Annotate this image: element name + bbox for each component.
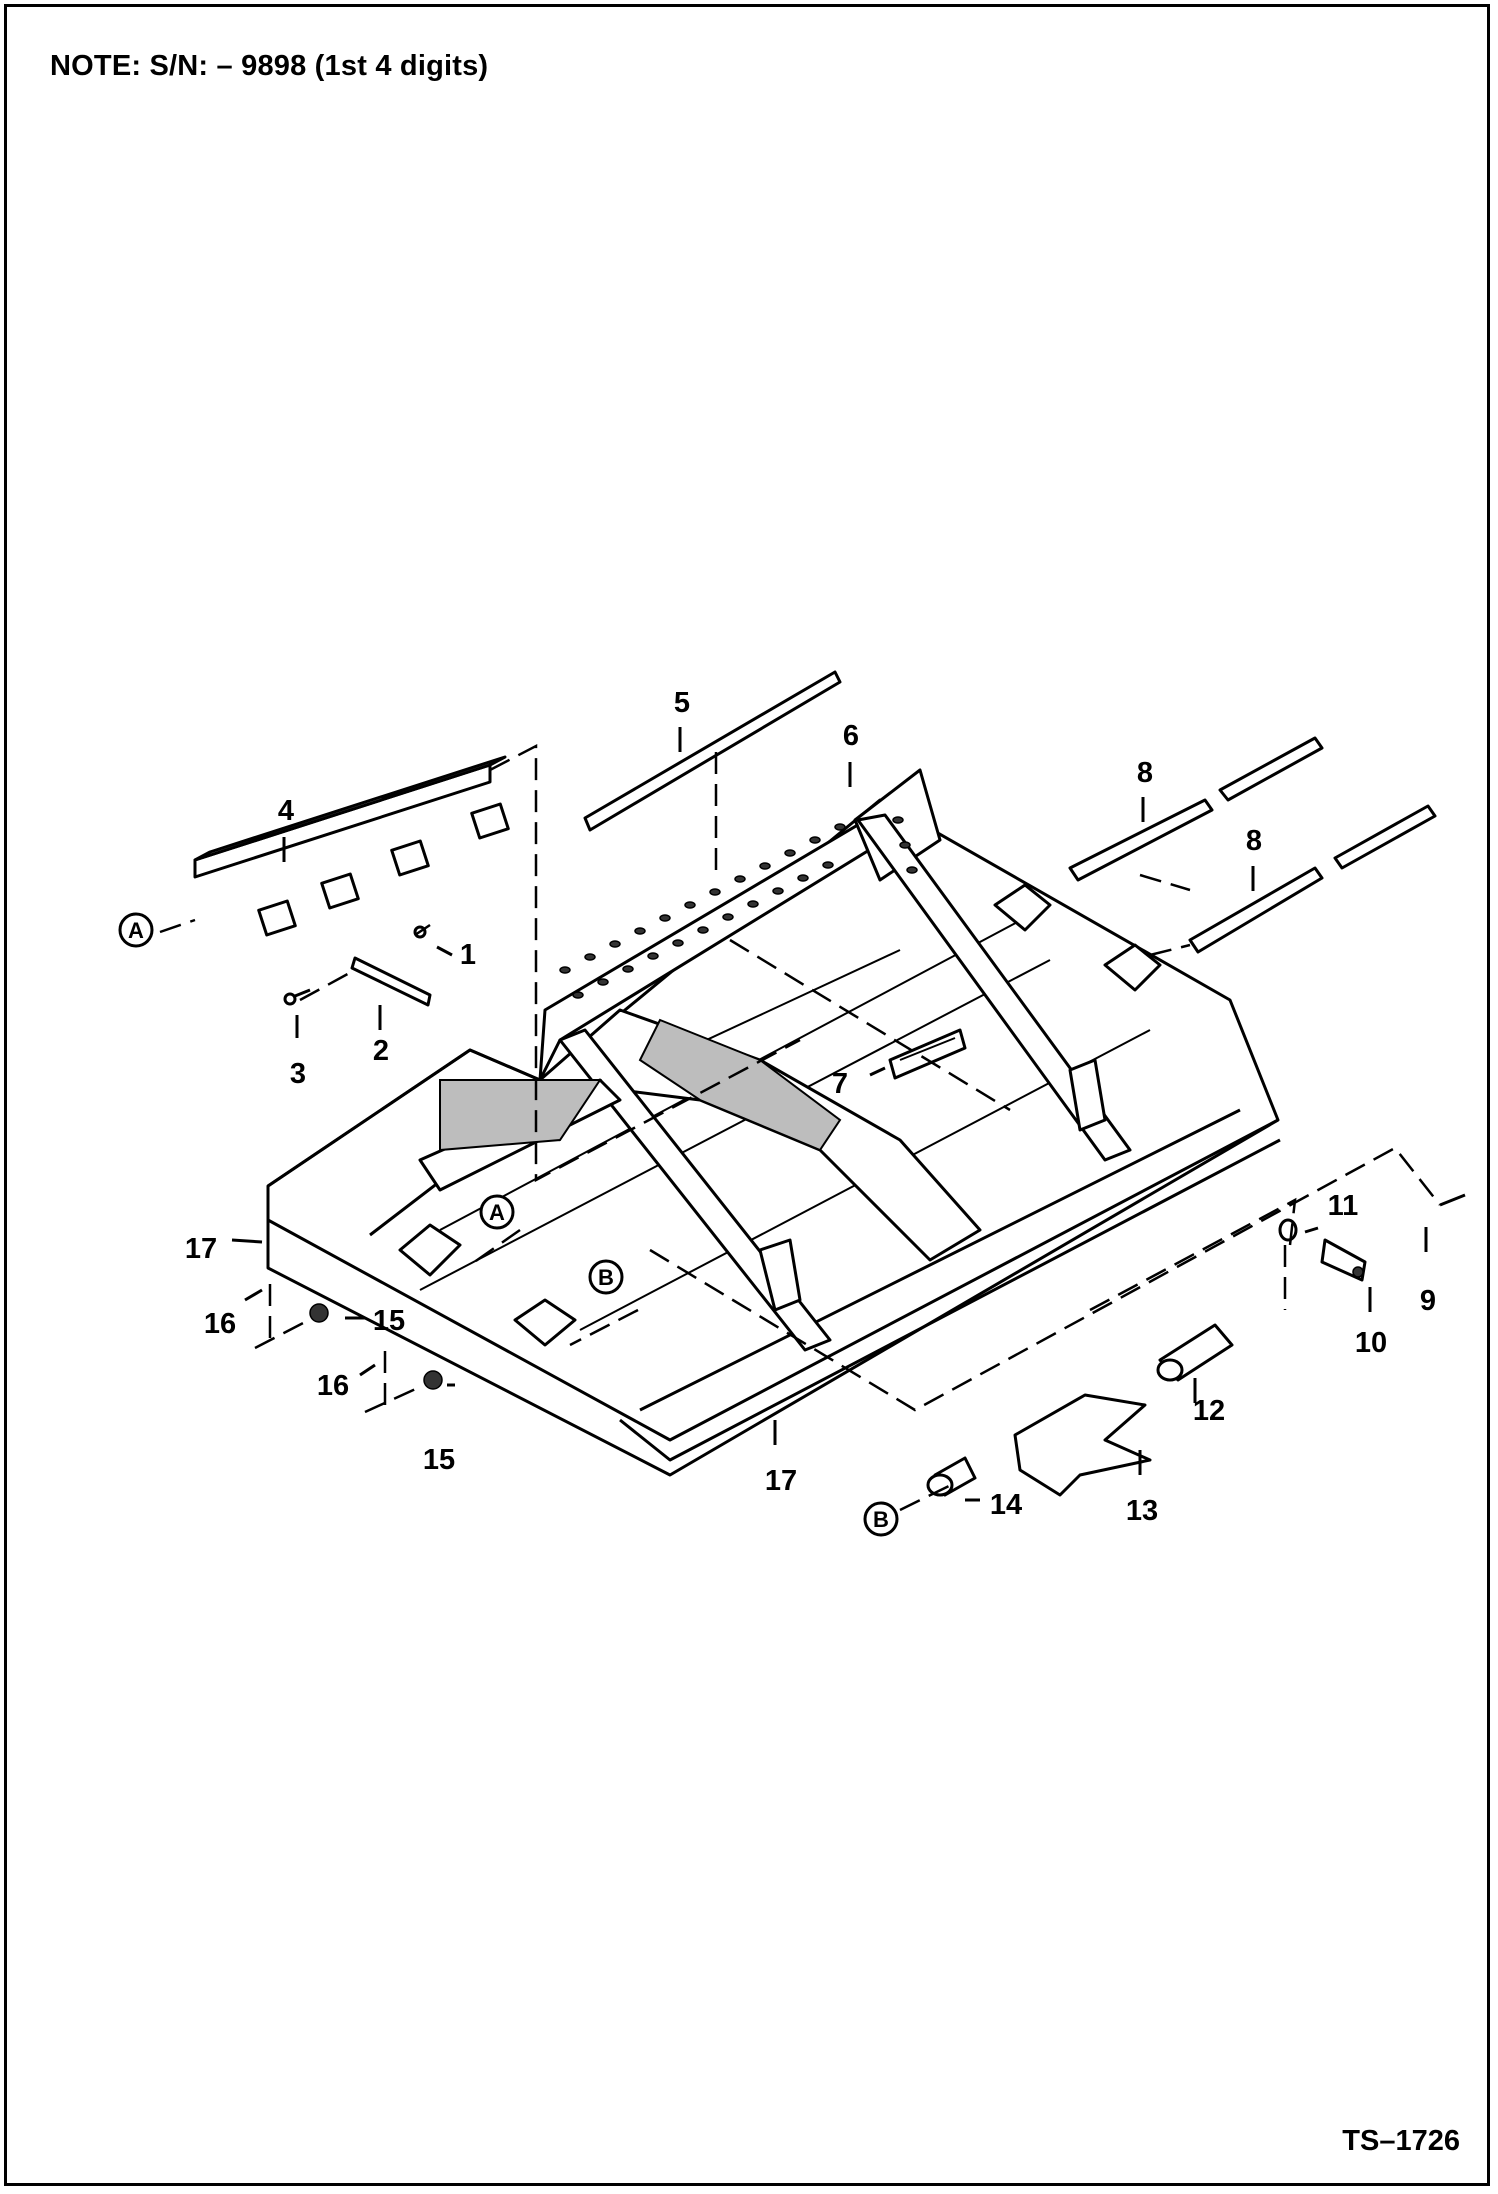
assembly-lines — [159, 743, 1441, 1512]
callout-2: 2 — [373, 1035, 389, 1067]
callout-17-left: 17 — [185, 1233, 217, 1265]
front-bar-assembly — [193, 755, 510, 937]
svg-text:B: B — [873, 1507, 889, 1532]
callout-13: 13 — [1126, 1495, 1158, 1527]
beam-holes — [559, 816, 918, 999]
small-hardware-left — [283, 925, 432, 1007]
callout-16-lower: 16 — [317, 1370, 349, 1402]
deck-frame — [266, 768, 1281, 1477]
svg-text:A: A — [489, 1200, 505, 1225]
callout-12: 12 — [1193, 1395, 1225, 1427]
hitch-hardware — [926, 1193, 1466, 1497]
serial-number-note: NOTE: S/N: – 9898 (1st 4 digits) — [50, 50, 489, 82]
strips-8 — [1068, 736, 1437, 954]
ref-b-bottom: B — [863, 1501, 899, 1537]
callout-5: 5 — [674, 687, 690, 719]
washers-15 — [309, 1303, 443, 1390]
ref-a-left: A — [118, 912, 154, 948]
callout-numbers: 1 2 3 4 5 6 7 8 8 9 10 11 12 13 14 15 15… — [185, 687, 1436, 1527]
callout-4: 4 — [278, 795, 294, 827]
strip-5 — [583, 670, 842, 832]
callout-15-lower: 15 — [423, 1444, 455, 1476]
callout-1: 1 — [460, 939, 476, 971]
page-border — [4, 4, 1490, 2186]
svg-text:B: B — [598, 1265, 614, 1290]
callout-9: 9 — [1420, 1285, 1436, 1317]
drawing-code: TS–1726 — [1342, 2125, 1460, 2157]
callout-16-upper: 16 — [204, 1308, 236, 1340]
callout-11: 11 — [1328, 1190, 1359, 1222]
callout-leaders — [231, 727, 1428, 1502]
ref-b-frame: B — [588, 1259, 624, 1295]
callout-8-lower: 8 — [1246, 825, 1262, 857]
svg-text:A: A — [128, 918, 144, 943]
callout-3: 3 — [290, 1058, 306, 1090]
callout-14: 14 — [990, 1489, 1022, 1521]
callout-8-upper: 8 — [1137, 757, 1153, 789]
callout-7: 7 — [832, 1068, 848, 1100]
callout-6: 6 — [843, 720, 859, 752]
callout-15-upper: 15 — [373, 1305, 405, 1337]
ref-a-frame: A — [479, 1194, 515, 1230]
callout-10: 10 — [1355, 1327, 1387, 1359]
callout-17-bottom: 17 — [765, 1465, 797, 1497]
